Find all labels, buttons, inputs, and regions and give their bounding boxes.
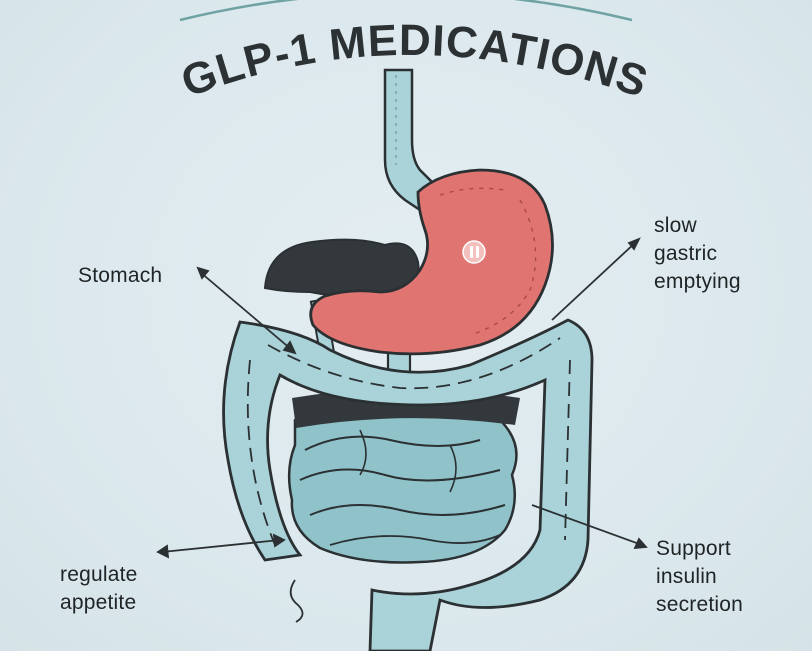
label-line: regulate xyxy=(60,561,138,589)
label-line: insulin xyxy=(656,563,743,591)
label-stomach: Stomach xyxy=(78,262,162,290)
label-line: slow xyxy=(654,212,741,240)
appendix xyxy=(291,580,303,622)
label-line: emptying xyxy=(654,268,741,296)
pill-icon xyxy=(463,241,485,263)
label-regulate-appetite: regulate appetite xyxy=(60,561,138,617)
diagram-title-text: GLP-1 MEDICATIONS xyxy=(175,16,654,107)
label-line: secretion xyxy=(656,591,743,619)
label-stomach-text: Stomach xyxy=(78,262,162,290)
diagram-title: GLP-1 MEDICATIONS xyxy=(175,16,654,107)
label-slow-gastric-emptying: slow gastric emptying xyxy=(654,212,741,296)
label-line: appetite xyxy=(60,589,138,617)
arrow-gastric xyxy=(552,239,639,320)
label-line: gastric xyxy=(654,240,741,268)
liver xyxy=(265,240,419,296)
label-line: Support xyxy=(656,535,743,563)
label-support-insulin-secretion: Support insulin secretion xyxy=(656,535,743,619)
